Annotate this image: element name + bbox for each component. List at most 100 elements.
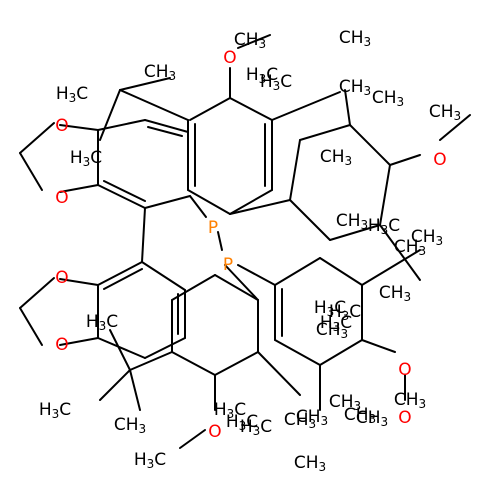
bond — [289, 139, 301, 201]
bond — [361, 339, 396, 353]
atom-label-c: CH3 — [234, 30, 266, 51]
atom-label-c: H3C — [70, 148, 102, 169]
bond — [237, 34, 271, 49]
bond — [214, 274, 259, 301]
bond — [109, 329, 131, 371]
bond — [141, 261, 186, 291]
bond — [329, 224, 381, 241]
bond — [97, 184, 146, 209]
bond — [257, 351, 301, 396]
bond — [99, 369, 131, 401]
bond — [229, 97, 273, 121]
bond — [119, 89, 189, 121]
bond — [389, 154, 421, 166]
bond — [119, 77, 171, 91]
atom-label-c: CH3 — [296, 407, 328, 428]
atom-label-c: H3C — [240, 417, 272, 438]
bond — [229, 199, 291, 215]
atom-label-c: CH3 — [394, 390, 426, 411]
bond — [274, 339, 321, 366]
atom-label-o: O — [55, 188, 68, 208]
bond — [379, 224, 421, 281]
bond — [59, 124, 99, 131]
atom-label-c: H3C — [320, 313, 352, 334]
bond — [171, 274, 216, 301]
atom-label-o: O — [398, 360, 411, 380]
bond — [141, 207, 146, 263]
bond — [19, 307, 43, 346]
atom-label-c: CH3 — [294, 453, 326, 474]
atom-label-c: H3C — [86, 312, 118, 333]
atom-label-o: O — [433, 150, 446, 170]
atom-label-c: H3C — [134, 450, 166, 471]
bond — [179, 429, 206, 449]
bond — [289, 199, 331, 241]
bond — [59, 337, 99, 346]
atom-label-o: O — [55, 116, 68, 136]
atom-label-c: H3C — [246, 65, 278, 86]
bond — [19, 152, 43, 191]
bond — [144, 195, 191, 209]
bond — [19, 277, 55, 309]
bond — [99, 89, 121, 141]
bond — [319, 257, 363, 286]
atom-label-c: CH3 — [394, 237, 426, 258]
bond — [349, 124, 391, 166]
bond — [97, 337, 146, 359]
atom-label-c: CH3 — [429, 102, 461, 123]
atom-label-o: O — [55, 268, 68, 288]
bond — [214, 351, 259, 376]
bond — [189, 195, 207, 218]
atom-label-c: CH3 — [411, 227, 443, 248]
bond — [103, 180, 146, 202]
bond — [59, 184, 99, 193]
bond — [129, 369, 141, 411]
bond — [361, 249, 421, 286]
bond — [319, 339, 363, 366]
bond — [171, 351, 216, 376]
atom-label-c: CH3 — [336, 211, 368, 232]
atom-label-c: CH3 — [329, 392, 361, 413]
bond — [189, 97, 231, 121]
atom-label-c: H3C — [260, 72, 292, 93]
atom-label-c: CH3 — [344, 405, 376, 426]
bond — [59, 278, 99, 286]
bond — [224, 264, 259, 301]
bond — [144, 337, 186, 359]
atom-label-c: H3C — [226, 412, 258, 433]
bond — [129, 351, 173, 371]
atom-label-c: CH3 — [372, 88, 404, 109]
atom-label-c: H3C — [329, 302, 361, 323]
bond — [97, 119, 146, 131]
atom-label-p: P — [208, 218, 218, 238]
atom-label-c: CH3 — [114, 415, 146, 436]
bond — [97, 261, 143, 286]
bond — [144, 119, 189, 133]
bond — [217, 231, 223, 251]
bond — [344, 89, 351, 126]
atom-label-o: O — [55, 335, 68, 355]
bond — [103, 268, 143, 290]
atom-label-o: O — [398, 408, 411, 428]
bond — [147, 126, 183, 137]
atom-label-c: CH3 — [339, 77, 371, 98]
atom-label-c: H3C — [214, 400, 246, 421]
atom-label-c: CH3 — [284, 410, 316, 431]
bond — [439, 114, 471, 141]
bond — [187, 189, 231, 215]
atom-label-o: O — [223, 48, 236, 68]
bond-lines — [19, 34, 471, 449]
atom-label-c: CH3 — [379, 283, 411, 304]
atom-label-c: CH3 — [144, 62, 176, 83]
bond — [271, 91, 341, 121]
bond — [229, 189, 273, 215]
atom-label-c: CH3 — [320, 147, 352, 168]
atom-label-o: O — [208, 422, 221, 442]
bond — [237, 264, 276, 286]
atom-label-c: CH3 — [316, 320, 348, 341]
atom-label-c: CH3 — [356, 408, 388, 429]
atom-label-c: H3C — [39, 400, 71, 421]
bond — [274, 257, 321, 286]
